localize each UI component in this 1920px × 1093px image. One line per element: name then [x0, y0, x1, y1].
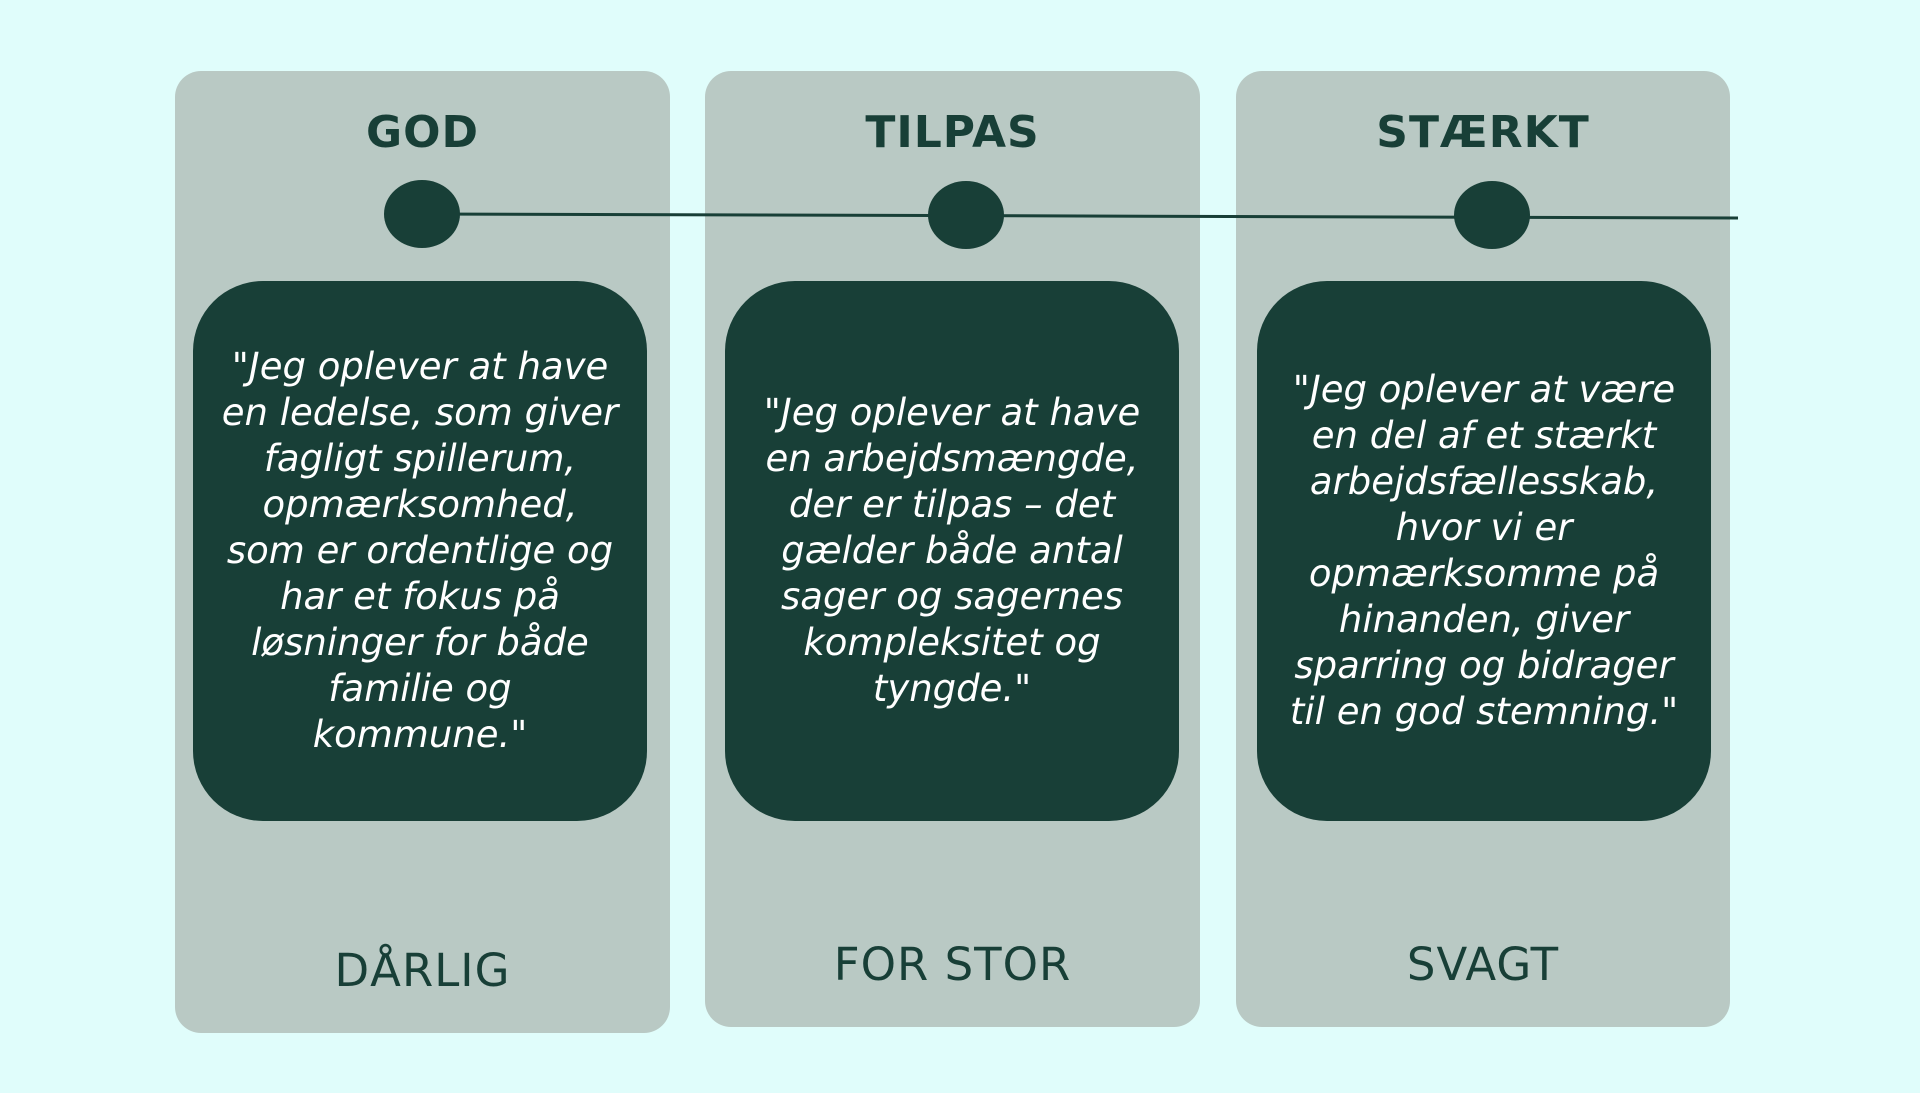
column-top-label: STÆRKT	[1376, 107, 1590, 158]
quote-text: "Jeg oplever at være en del af et stærkt…	[1289, 368, 1679, 733]
column-community: STÆRKT "Jeg oplever at være en del af et…	[1236, 71, 1730, 1027]
quote-box: "Jeg oplever at have en arbejdsmængde, d…	[725, 281, 1179, 821]
column-bottom-label: SVAGT	[1406, 938, 1560, 991]
quote-box: "Jeg oplever at være en del af et stærkt…	[1257, 281, 1711, 821]
column-top-label: GOD	[365, 107, 480, 158]
column-top-label: TILPAS	[865, 107, 1040, 158]
quote-text: "Jeg oplever at have en ledelse, som giv…	[221, 345, 619, 756]
column-leadership: GOD "Jeg oplever at have en ledelse, som…	[175, 71, 670, 1033]
column-workload: TILPAS "Jeg oplever at have en arbejdsmæ…	[705, 71, 1200, 1027]
quote-text: "Jeg oplever at have en arbejdsmængde, d…	[763, 391, 1141, 710]
column-bottom-label: DÅRLIG	[334, 944, 511, 997]
column-bottom-label: FOR STOR	[833, 938, 1072, 991]
quote-box: "Jeg oplever at have en ledelse, som giv…	[193, 281, 647, 821]
